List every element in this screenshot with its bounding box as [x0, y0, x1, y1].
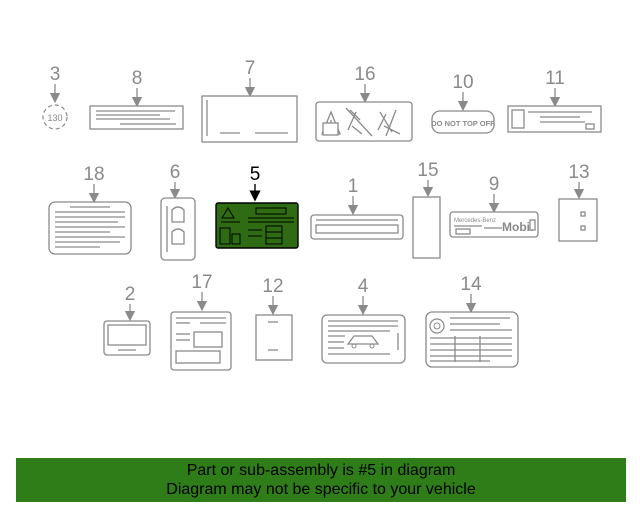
callout-16: 16 [354, 64, 375, 85]
part-12[interactable]: 12 [255, 276, 293, 361]
callout-5: 5 [250, 164, 261, 185]
callout-2: 2 [125, 284, 136, 305]
callout-11: 11 [545, 68, 565, 89]
callout-3: 3 [50, 64, 61, 85]
callout-8: 8 [132, 68, 143, 89]
footer-line-2: Diagram may not be specific to your vehi… [166, 481, 476, 498]
part-5-highlighted[interactable]: 5 [215, 164, 299, 249]
callout-17: 17 [191, 272, 212, 293]
part-3[interactable]: 3 130 [42, 64, 68, 130]
part-14[interactable]: 14 [425, 274, 519, 368]
callout-12: 12 [262, 276, 283, 297]
part-8[interactable]: 8 [89, 68, 184, 130]
part-11[interactable]: 11 [507, 68, 602, 133]
part-15[interactable]: 15 [412, 160, 441, 259]
do-not-top-off-text: DO NOT TOP OFF [431, 119, 495, 128]
callout-1: 1 [348, 176, 359, 197]
part-2[interactable]: 2 [103, 284, 151, 356]
callout-14: 14 [460, 274, 482, 295]
callout-15: 15 [417, 160, 438, 181]
callout-9: 9 [489, 174, 500, 195]
footer-banner: Part or sub-assembly is #5 in diagram Di… [16, 458, 626, 502]
callout-7: 7 [245, 58, 256, 79]
callout-10: 10 [452, 72, 473, 93]
part-7[interactable]: 7 [201, 58, 298, 143]
part-9[interactable]: 9 Mercedes-Benz Mobil [449, 174, 539, 238]
part-4[interactable]: 4 [321, 276, 406, 364]
part-10[interactable]: 10 DO NOT TOP OFF [431, 72, 495, 134]
speed-text: 130 [47, 113, 62, 123]
callout-4: 4 [358, 276, 369, 297]
callout-6: 6 [170, 162, 181, 183]
footer-line-1: Part or sub-assembly is #5 in diagram [186, 462, 456, 479]
part-13[interactable]: 13 [558, 162, 598, 242]
part-1[interactable]: 1 [310, 176, 404, 240]
brand-text: Mercedes-Benz [454, 218, 496, 224]
part-16[interactable]: 16 [315, 64, 413, 142]
part-6[interactable]: 6 [160, 162, 196, 261]
mobil-text: Mobil [502, 220, 533, 234]
callout-13: 13 [568, 162, 589, 183]
callout-18: 18 [83, 164, 104, 185]
part-18[interactable]: 18 [48, 164, 132, 255]
part-17[interactable]: 17 [170, 272, 232, 371]
